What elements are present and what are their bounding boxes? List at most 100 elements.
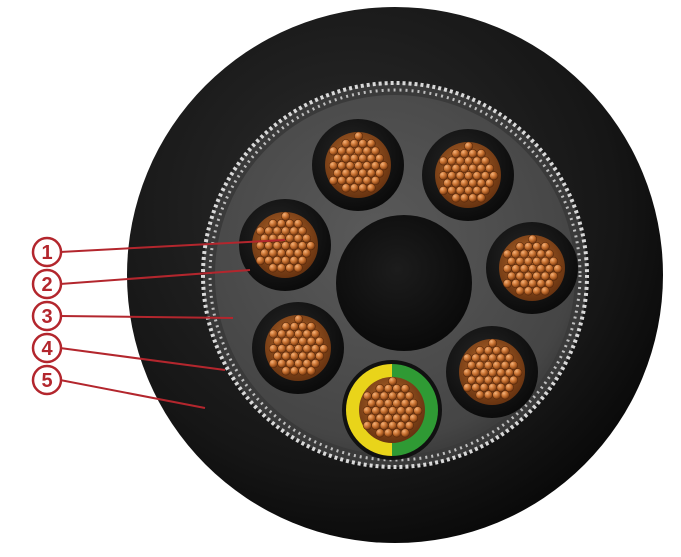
copper-strand bbox=[488, 338, 498, 348]
copper-strand bbox=[281, 256, 291, 266]
copper-strand bbox=[459, 178, 469, 188]
copper-strand bbox=[379, 406, 389, 416]
copper-strand bbox=[438, 186, 448, 196]
copper-strand bbox=[544, 264, 554, 274]
copper-strand bbox=[268, 248, 278, 258]
copper-strand bbox=[483, 346, 493, 356]
callout-2: 2 bbox=[31, 268, 63, 300]
copper-strand bbox=[483, 360, 493, 370]
callout-1: 1 bbox=[31, 236, 63, 268]
copper-strand bbox=[371, 406, 381, 416]
copper-strand bbox=[272, 256, 282, 266]
copper-strand bbox=[447, 156, 457, 166]
copper-strand bbox=[483, 375, 493, 385]
callout-number-5: 5 bbox=[41, 370, 52, 392]
copper-strand bbox=[289, 351, 299, 361]
copper-strand bbox=[492, 390, 502, 400]
copper-strand bbox=[496, 353, 506, 363]
copper-strand bbox=[536, 279, 546, 289]
copper-strand bbox=[500, 346, 510, 356]
copper-strand bbox=[528, 264, 538, 274]
copper-strand bbox=[451, 163, 461, 173]
copper-strand bbox=[475, 360, 485, 370]
copper-strand bbox=[507, 271, 517, 281]
copper-strand bbox=[281, 241, 291, 251]
copper-strand bbox=[383, 413, 393, 423]
copper-strand bbox=[310, 359, 320, 369]
copper-strand bbox=[277, 344, 287, 354]
copper-strand bbox=[488, 368, 498, 378]
copper-strand bbox=[281, 351, 291, 361]
copper-strand bbox=[354, 131, 364, 141]
callout-3: 3 bbox=[31, 300, 63, 332]
copper-strand bbox=[276, 248, 286, 258]
copper-strand bbox=[294, 314, 304, 324]
copper-strand bbox=[443, 163, 453, 173]
copper-strand bbox=[294, 359, 304, 369]
copper-strand bbox=[400, 384, 410, 394]
copper-strand bbox=[523, 271, 533, 281]
copper-strand bbox=[285, 263, 295, 273]
copper-strand bbox=[540, 286, 550, 296]
callout-4: 4 bbox=[31, 332, 63, 364]
copper-strand bbox=[337, 146, 347, 156]
copper-strand bbox=[293, 219, 303, 229]
leader-line-4 bbox=[59, 347, 226, 371]
copper-strand bbox=[310, 329, 320, 339]
copper-strand bbox=[471, 353, 481, 363]
copper-strand bbox=[289, 366, 299, 376]
copper-strand bbox=[358, 153, 368, 163]
copper-strand bbox=[464, 186, 474, 196]
callout-number-4: 4 bbox=[41, 338, 53, 360]
callout-5: 5 bbox=[31, 364, 63, 396]
copper-strand bbox=[464, 171, 474, 181]
copper-strand bbox=[511, 279, 521, 289]
copper-strand bbox=[455, 186, 465, 196]
callout-number-1: 1 bbox=[41, 242, 52, 264]
copper-strand bbox=[349, 153, 359, 163]
copper-strand bbox=[273, 351, 283, 361]
braid-outer-ring bbox=[201, 81, 589, 469]
copper-strand bbox=[297, 226, 307, 236]
copper-strand bbox=[388, 391, 398, 401]
copper-strand bbox=[264, 241, 274, 251]
copper-strand bbox=[504, 383, 514, 393]
copper-strand bbox=[459, 149, 469, 159]
copper-strand bbox=[475, 346, 485, 356]
copper-strand bbox=[289, 241, 299, 251]
copper-strand bbox=[370, 176, 380, 186]
copper-strand bbox=[297, 256, 307, 266]
copper-strand bbox=[358, 139, 368, 149]
copper-strand bbox=[281, 322, 291, 332]
copper-strand bbox=[515, 286, 525, 296]
copper-strand bbox=[306, 366, 316, 376]
copper-strand bbox=[281, 226, 291, 236]
copper-strand bbox=[462, 383, 472, 393]
copper-strand bbox=[502, 264, 512, 274]
copper-strand bbox=[462, 353, 472, 363]
copper-strand bbox=[468, 163, 478, 173]
copper-strand bbox=[443, 178, 453, 188]
copper-strand bbox=[383, 384, 393, 394]
copper-strand bbox=[467, 360, 477, 370]
copper-strand bbox=[276, 219, 286, 229]
braid-inner-ring bbox=[208, 88, 582, 462]
conductor-2 bbox=[422, 129, 514, 221]
copper-strand bbox=[349, 139, 359, 149]
copper-strand bbox=[337, 176, 347, 186]
copper-strand bbox=[483, 390, 493, 400]
copper-strand bbox=[293, 233, 303, 243]
copper-strand bbox=[302, 359, 312, 369]
copper-strand bbox=[523, 286, 533, 296]
conductor-3 bbox=[239, 199, 331, 291]
copper-strand bbox=[349, 168, 359, 178]
copper-strand bbox=[366, 153, 376, 163]
copper-strand bbox=[289, 322, 299, 332]
copper-strand bbox=[285, 219, 295, 229]
copper-strand bbox=[400, 413, 410, 423]
copper-strand bbox=[400, 428, 410, 438]
earth-conductor bbox=[342, 360, 442, 460]
copper-strand bbox=[496, 368, 506, 378]
copper-strand bbox=[515, 271, 525, 281]
copper-strand bbox=[467, 375, 477, 385]
